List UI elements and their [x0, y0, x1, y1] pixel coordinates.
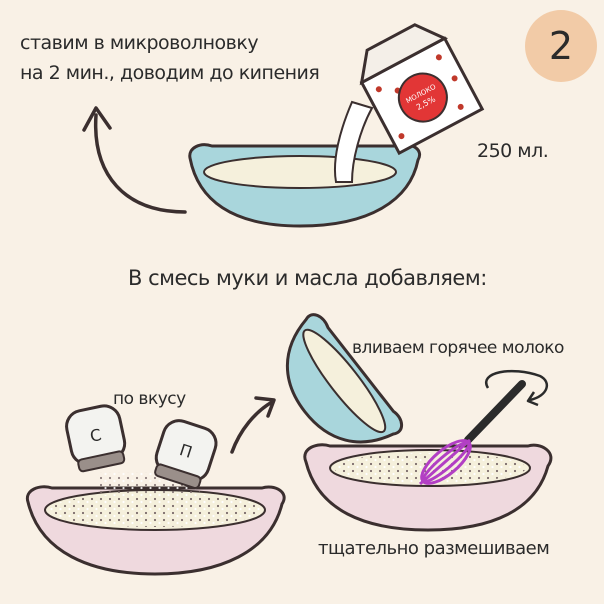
whisk-icon — [419, 380, 526, 486]
milk-volume: 250 мл. — [477, 140, 549, 162]
microwave-instruction: ставим в микроволновку на 2 мин., доводи… — [20, 28, 320, 88]
stir-label: тщательно размешиваем — [318, 538, 550, 559]
blue-bowl-icon — [188, 143, 421, 228]
pepper-letter: П — [177, 440, 194, 462]
milk-carton-icon: МОЛОКО 2,5% — [359, 23, 485, 156]
pouring-blue-bowl-icon — [286, 313, 404, 444]
pepper-shaker-icon: П — [154, 419, 218, 489]
salt-letter: С — [88, 425, 103, 446]
instruction-line-1: ставим в микроволновку — [20, 32, 259, 54]
pour-milk-label: вливаем горячее молоко — [352, 338, 564, 358]
curved-arrow-up-icon — [82, 106, 187, 214]
rotate-arrow-icon — [485, 369, 549, 407]
salt-shaker-icon: С — [65, 404, 127, 473]
milk-stream-icon — [333, 100, 374, 183]
instruction-line-2: на 2 мин., доводим до кипения — [20, 62, 320, 84]
step-number: 2 — [548, 24, 574, 68]
step-number-badge: 2 — [525, 10, 597, 82]
curved-arrow-right-icon — [230, 396, 276, 454]
to-taste-label: по вкусу — [113, 389, 186, 409]
section-heading: В смесь муки и масла добавляем: — [128, 266, 487, 290]
pink-bowl-left-icon — [25, 485, 286, 576]
pink-bowl-right-icon — [303, 443, 553, 532]
